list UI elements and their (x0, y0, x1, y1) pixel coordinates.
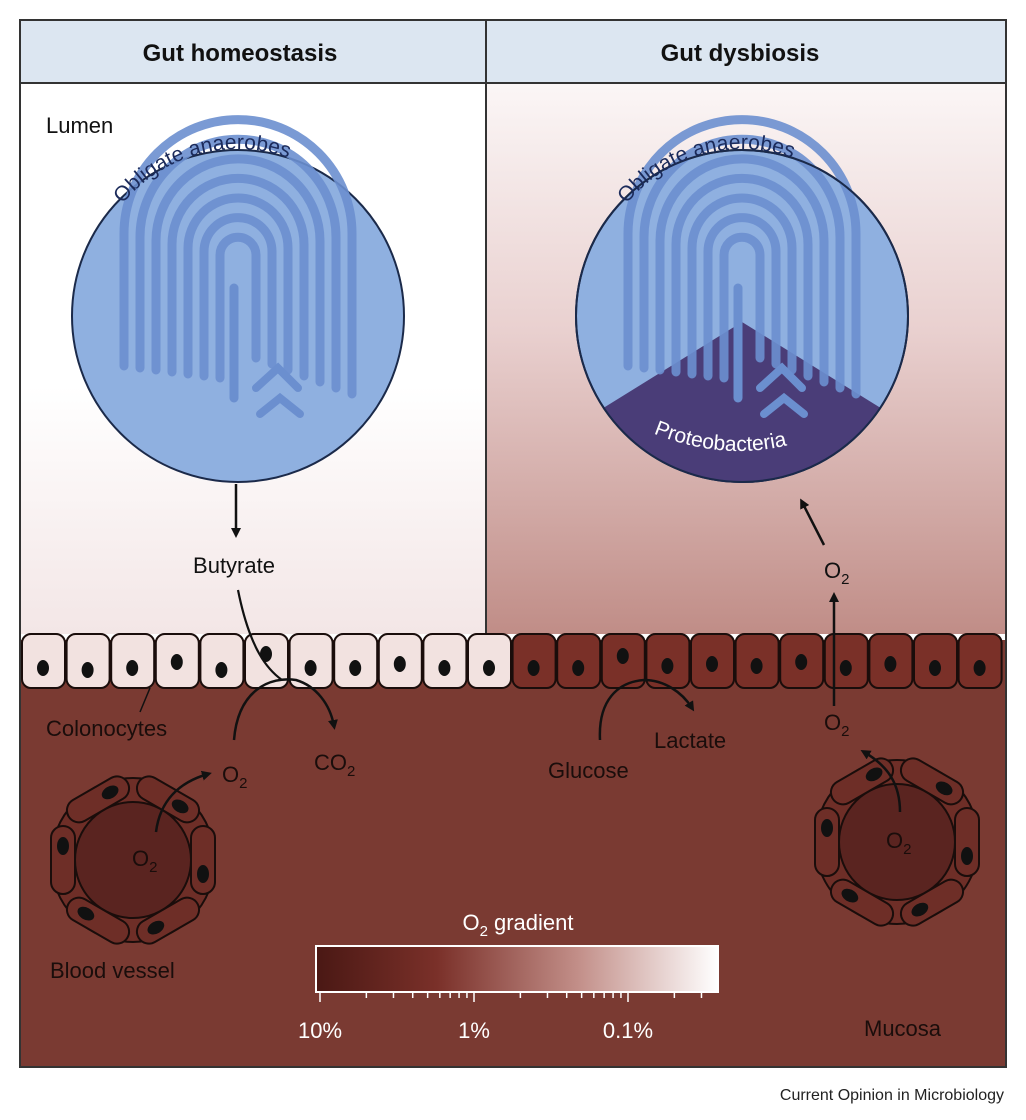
mucosa-label: Mucosa (864, 1016, 942, 1041)
cell-nucleus (750, 658, 763, 674)
cell-nucleus (706, 656, 718, 672)
tick-10-percent: 10% (298, 1018, 342, 1043)
cell-nucleus (393, 656, 406, 672)
cell-nucleus (37, 660, 49, 676)
blood-vessel-label: Blood vessel (50, 958, 175, 983)
colonocytes-label: Colonocytes (46, 716, 167, 741)
colonocyte-layer (21, 633, 1003, 689)
o2-label-left: O2 (222, 762, 247, 792)
o2-vessel-label-left: O2 (132, 846, 157, 876)
cell-nucleus (304, 660, 317, 676)
cell-nucleus (215, 662, 228, 678)
proteobacteria-wedge (584, 322, 900, 482)
cell-nucleus (81, 662, 94, 678)
gradient-ticks (319, 992, 703, 1002)
o2-diffusion-arrow-left (154, 770, 212, 833)
cell-nucleus (929, 660, 941, 676)
cell-nucleus (349, 660, 362, 676)
fingerprint-icon (119, 115, 357, 418)
butyrate-label: Butyrate (193, 553, 275, 578)
cell-nucleus (170, 654, 183, 670)
cell-nucleus (795, 654, 808, 670)
lumen-label: Lumen (46, 113, 113, 138)
o2-vessel-label-right: O2 (886, 828, 911, 858)
colonocytes-pointer (139, 687, 151, 713)
o2-gradient-scale (315, 945, 719, 993)
o2-to-bacteria-arrow (800, 498, 826, 546)
cell-nucleus (572, 660, 585, 676)
cell-nucleus (973, 660, 986, 676)
o2-lumen-label: O2 (824, 558, 849, 588)
cell-nucleus (438, 660, 451, 676)
cell-nucleus (483, 660, 495, 676)
cell-nucleus (616, 648, 629, 664)
glycolysis-arc-arrow (598, 678, 695, 741)
o2-mucosa-label-right: O2 (824, 710, 849, 740)
o2-diffusion-arrow-right (860, 749, 902, 813)
co2-label: CO2 (314, 750, 355, 780)
cell-nucleus (839, 660, 852, 676)
right-panel-title: Gut dysbiosis (661, 40, 820, 67)
dysbiosis-circle-right: Obligate anaerobes Proteobacteria (575, 115, 909, 483)
colonocyte-cell (65, 633, 111, 689)
glucose-label: Glucose (548, 758, 629, 783)
header-bar (21, 21, 1005, 83)
blood-vessel-left (50, 775, 216, 945)
tick-1-percent: 1% (458, 1018, 490, 1043)
tick-0-1-percent: 0.1% (603, 1018, 653, 1043)
left-panel-title: Gut homeostasis (143, 40, 338, 67)
cell-nucleus (126, 660, 139, 676)
cell-nucleus (661, 658, 674, 674)
colonocyte-cell (199, 633, 245, 689)
obligate-anaerobes-circle-left: Obligate anaerobes (71, 115, 405, 483)
lactate-label: Lactate (654, 728, 726, 753)
butyrate-path (236, 589, 283, 681)
oxidation-arc-arrow (232, 678, 338, 741)
cell-nucleus (527, 660, 540, 676)
cell-nucleus (884, 656, 897, 672)
journal-credit: Current Opinion in Microbiology (780, 1087, 1004, 1104)
blood-vessel-right (814, 757, 980, 927)
